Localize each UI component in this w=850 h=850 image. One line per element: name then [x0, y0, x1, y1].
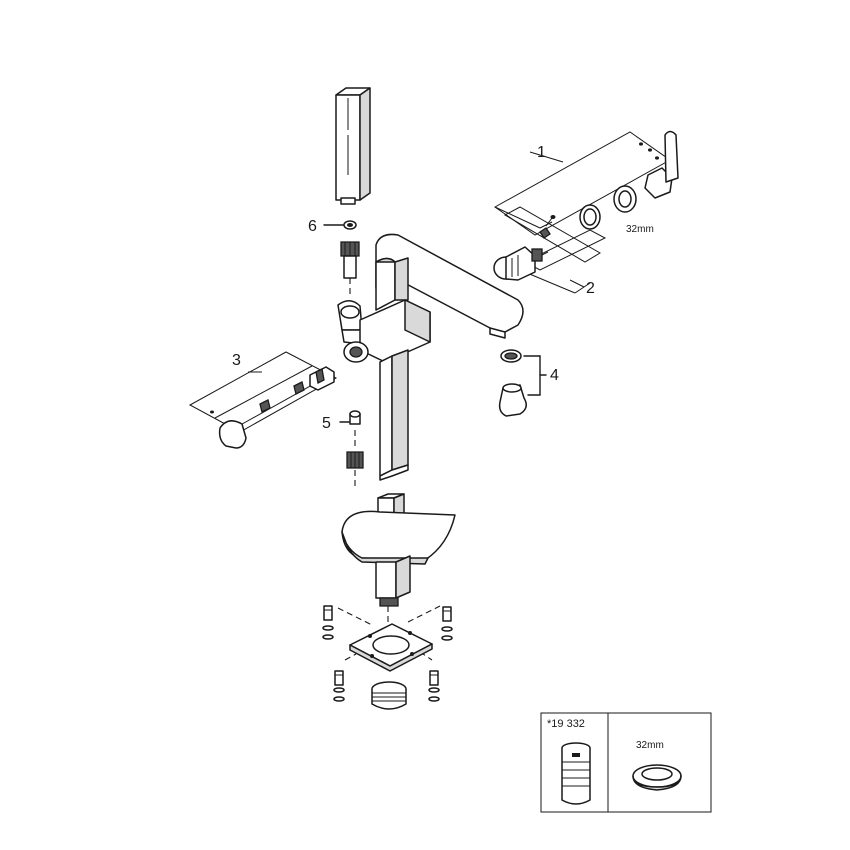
inset-part-number: *19 332: [547, 718, 585, 730]
cartridge-assembly: [493, 130, 679, 294]
floor-standing-base: [337, 493, 456, 710]
inset-box: *19 332 32mm: [540, 712, 712, 813]
callout-2: 2: [586, 280, 595, 297]
aerator-part-4: [498, 349, 547, 417]
inset-dimension-label: 32mm: [636, 740, 664, 751]
hand-shower: [335, 87, 371, 205]
cartridge-tool-icon: [561, 742, 591, 805]
diverter-part-3: [188, 351, 338, 449]
callout-1: 1: [537, 144, 546, 161]
sealing-ring-icon: [632, 764, 682, 791]
nipple-part-5: [339, 410, 364, 490]
callout-4: 4: [550, 367, 559, 384]
washer-part-6: [323, 220, 357, 230]
faucet-body: [343, 233, 524, 481]
hose-connector: [340, 241, 360, 296]
dimension-label-32mm: 32mm: [626, 224, 654, 235]
callout-6: 6: [308, 218, 317, 235]
base-screws: [322, 605, 453, 702]
callout-3: 3: [232, 352, 241, 369]
callout-5: 5: [322, 415, 331, 432]
